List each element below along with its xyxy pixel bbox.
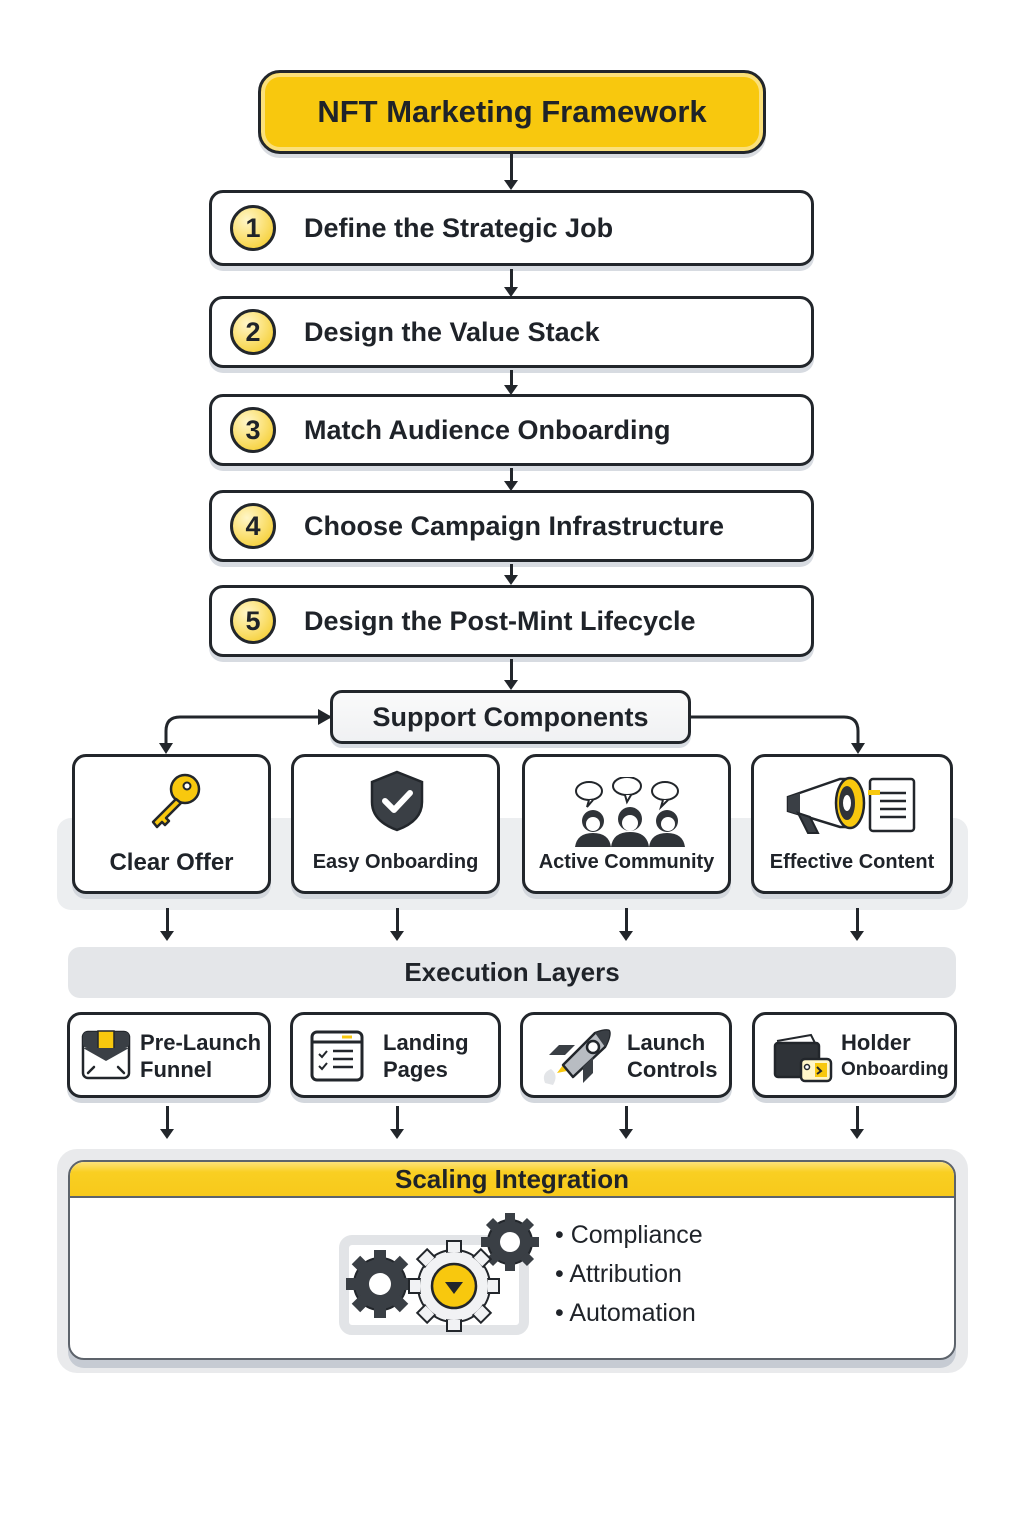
execution-card-label: Launch Controls xyxy=(627,1029,717,1083)
connector-line xyxy=(166,1106,169,1130)
support-card-active-community: Active Community xyxy=(522,754,731,894)
support-components-heading: Support Components xyxy=(330,690,691,744)
arrow-down-icon xyxy=(850,931,864,941)
step-5: 5 Design the Post-Mint Lifecycle xyxy=(209,585,814,657)
connector-line xyxy=(396,908,399,932)
support-card-label: Clear Offer xyxy=(109,849,234,876)
label-line-1: Holder xyxy=(841,1030,911,1055)
arrow-down-icon xyxy=(160,1129,174,1139)
step-1: 1 Define the Strategic Job xyxy=(209,190,814,266)
arrow-down-icon xyxy=(504,575,518,585)
arrow-down-icon xyxy=(619,1129,633,1139)
key-icon xyxy=(151,773,201,829)
step-number-badge: 4 xyxy=(230,503,276,549)
step-4: 4 Choose Campaign Infrastructure xyxy=(209,490,814,562)
label-line-1: Pre-Launch xyxy=(140,1030,262,1055)
rocket-icon xyxy=(543,1029,611,1085)
step-label: Match Audience Onboarding xyxy=(304,414,671,445)
support-card-label: Active Community xyxy=(538,851,715,873)
arrow-down-icon xyxy=(619,931,633,941)
community-icon xyxy=(575,777,685,847)
support-card-easy-onboarding: Easy Onboarding xyxy=(291,754,500,894)
connector-line xyxy=(396,1106,399,1130)
arrow-down-icon xyxy=(390,931,404,941)
step-label: Design the Value Stack xyxy=(304,316,600,347)
arrow-down-icon xyxy=(504,680,518,690)
support-card-effective-content: Effective Content xyxy=(751,754,953,894)
arrow-down-icon xyxy=(390,1129,404,1139)
execution-card-holder-onboarding: Holder Onboarding xyxy=(752,1012,957,1098)
label-line-2: Onboarding xyxy=(841,1059,949,1080)
scaling-bullet-list: • Compliance • Attribution • Automation xyxy=(555,1216,703,1333)
connector-line xyxy=(510,269,513,287)
connector-line xyxy=(510,154,513,180)
step-number-badge: 3 xyxy=(230,407,276,453)
scaling-integration-heading: Scaling Integration xyxy=(70,1162,954,1198)
bullet-text: Attribution xyxy=(569,1260,682,1288)
framework-title: NFT Marketing Framework xyxy=(258,70,766,154)
arrow-down-icon xyxy=(504,180,518,190)
step-label: Design the Post-Mint Lifecycle xyxy=(304,605,696,636)
support-card-label: Easy Onboarding xyxy=(312,851,479,873)
step-label: Choose Campaign Infrastructure xyxy=(304,510,725,541)
step-label: Define the Strategic Job xyxy=(304,212,614,243)
step-number-badge: 5 xyxy=(230,598,276,644)
connector-line xyxy=(856,1106,859,1130)
connector-line xyxy=(166,908,169,932)
step-3: 3 Match Audience Onboarding xyxy=(209,394,814,466)
step-number-badge: 2 xyxy=(230,309,276,355)
bullet-item: • Automation xyxy=(555,1299,696,1327)
bullet-text: Automation xyxy=(569,1299,696,1327)
connector-line xyxy=(510,659,513,681)
arrow-down-icon xyxy=(504,287,518,297)
label-line-2: Funnel xyxy=(140,1057,213,1082)
support-card-label: Effective Content xyxy=(769,851,935,873)
step-2: 2 Design the Value Stack xyxy=(209,296,814,368)
connector-line xyxy=(510,370,513,386)
inbox-icon xyxy=(81,1030,131,1080)
execution-layers-heading: Execution Layers xyxy=(68,947,956,998)
label-line-1: Landing xyxy=(383,1030,469,1055)
bullet-item: • Compliance xyxy=(555,1221,703,1249)
bullet-text: Compliance xyxy=(570,1221,703,1249)
label-line-1: Launch xyxy=(627,1030,706,1055)
connector-line xyxy=(856,908,859,932)
execution-card-launch-controls: Launch Controls xyxy=(520,1012,732,1098)
execution-card-landing-pages: Landing Pages xyxy=(290,1012,501,1098)
gears-icon xyxy=(339,1213,539,1335)
wallet-icon xyxy=(773,1033,833,1083)
label-line-2: Controls xyxy=(627,1057,718,1082)
connector-line xyxy=(510,468,513,482)
label-line-2: Pages xyxy=(383,1057,448,1082)
execution-card-label: Holder Onboarding xyxy=(841,1029,949,1083)
shield-check-icon xyxy=(370,770,424,832)
megaphone-icon xyxy=(786,776,916,834)
arrow-down-icon xyxy=(160,931,174,941)
execution-card-label: Landing Pages xyxy=(383,1029,469,1083)
connector-line xyxy=(625,908,628,932)
checklist-page-icon xyxy=(310,1030,364,1082)
arrow-down-icon xyxy=(850,1129,864,1139)
execution-card-pre-launch-funnel: Pre-Launch Funnel xyxy=(67,1012,271,1098)
step-number-badge: 1 xyxy=(230,205,276,251)
connector-line xyxy=(510,564,513,576)
bullet-item: • Attribution xyxy=(555,1260,682,1288)
execution-card-label: Pre-Launch Funnel xyxy=(140,1029,261,1083)
connector-line xyxy=(625,1106,628,1130)
branch-connectors xyxy=(159,709,865,754)
arrow-down-icon xyxy=(504,481,518,491)
support-card-clear-offer: Clear Offer xyxy=(72,754,271,894)
arrow-down-icon xyxy=(504,385,518,395)
